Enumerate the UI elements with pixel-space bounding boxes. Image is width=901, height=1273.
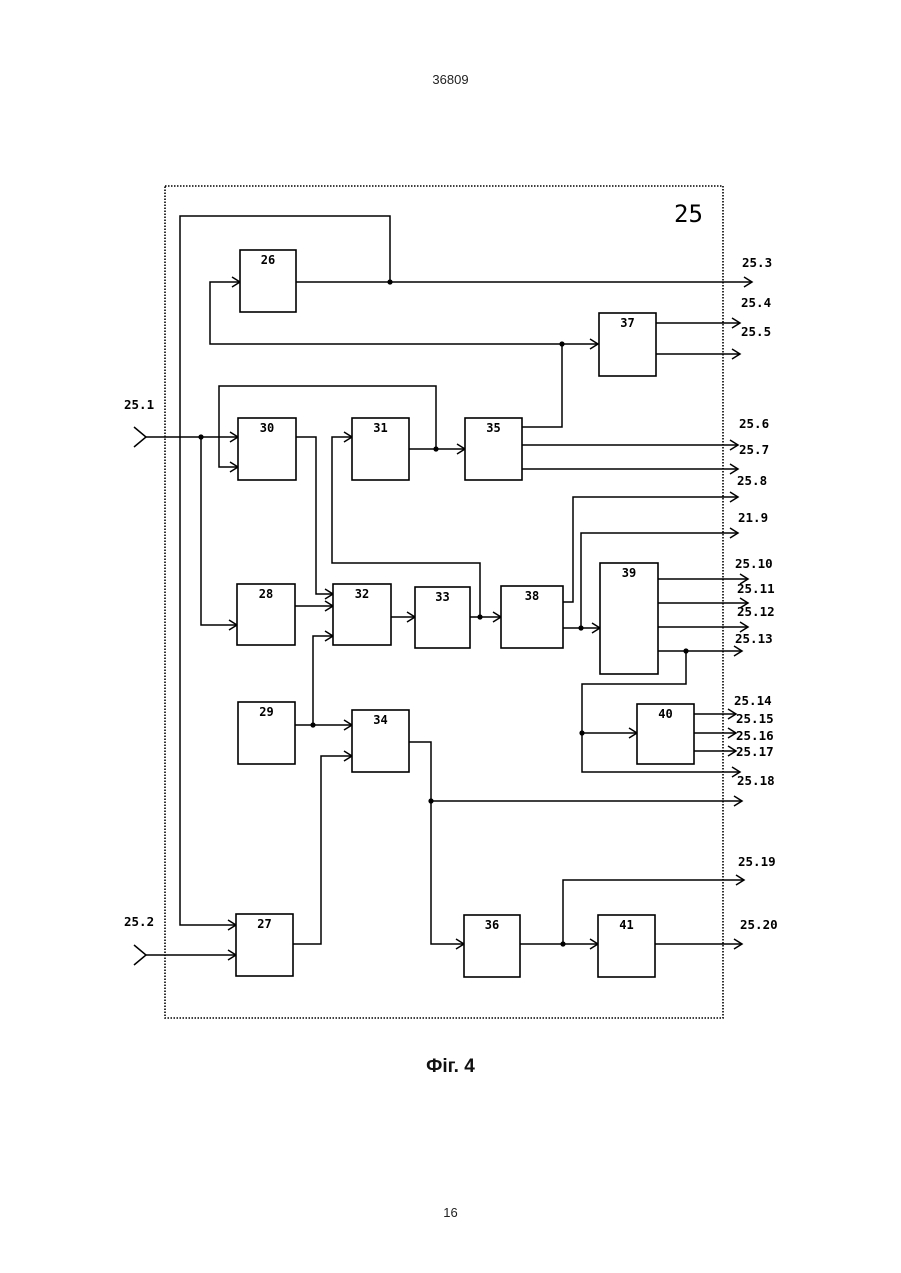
block-30-label: 30 bbox=[260, 421, 274, 435]
block-41-label: 41 bbox=[619, 918, 633, 932]
output-label-25-8: 25.8 bbox=[737, 473, 767, 488]
junction-dot-0 bbox=[387, 279, 392, 284]
output-label-25-6: 25.6 bbox=[739, 416, 769, 431]
page-number: 16 bbox=[0, 1205, 901, 1220]
output-label-25-18: 25.18 bbox=[737, 773, 775, 788]
block-38-label: 38 bbox=[525, 589, 539, 603]
block-27-label: 27 bbox=[257, 917, 271, 931]
wire-32 bbox=[409, 742, 464, 944]
block-33-label: 33 bbox=[435, 590, 449, 604]
output-label-25-16: 25.16 bbox=[736, 728, 774, 743]
junction-dot-9 bbox=[428, 798, 433, 803]
block-36-label: 36 bbox=[485, 918, 499, 932]
output-label-21-9: 21.9 bbox=[738, 510, 768, 525]
output-label-25-4: 25.4 bbox=[741, 295, 771, 310]
output-label-25-13: 25.13 bbox=[735, 631, 773, 646]
block-26-label: 26 bbox=[261, 253, 275, 267]
junction-dot-7 bbox=[683, 648, 688, 653]
figure-caption: Фіг. 4 bbox=[0, 1056, 901, 1078]
outer-frame-label: 25 bbox=[674, 200, 703, 228]
block-37-label: 37 bbox=[620, 316, 634, 330]
input-label-25-1: 25.1 bbox=[124, 397, 154, 412]
wire-3 bbox=[522, 344, 562, 427]
input-label-25-2: 25.2 bbox=[124, 914, 154, 929]
junction-dot-6 bbox=[578, 625, 583, 630]
junction-dot-4 bbox=[477, 614, 482, 619]
output-label-25-19: 25.19 bbox=[738, 854, 776, 869]
block-31-label: 31 bbox=[373, 421, 387, 435]
input-connector-0 bbox=[134, 427, 146, 447]
output-label-25-20: 25.20 bbox=[740, 917, 778, 932]
output-label-25-12: 25.12 bbox=[737, 604, 775, 619]
wire-19 bbox=[293, 756, 352, 944]
output-label-25-10: 25.10 bbox=[735, 556, 773, 571]
function-blocks: 26 27 28 29 30 31 32 33 34 35 36 37 38 39 40 41 bbox=[236, 250, 694, 977]
output-label-25-7: 25.7 bbox=[739, 442, 769, 457]
output-label-25-15: 25.15 bbox=[736, 711, 774, 726]
junction-dot-2 bbox=[198, 434, 203, 439]
output-label-25-5: 25.5 bbox=[741, 324, 771, 339]
wire-18 bbox=[313, 636, 333, 725]
junction-dot-10 bbox=[560, 941, 565, 946]
block-34-label: 34 bbox=[373, 713, 387, 727]
output-label-25-3: 25.3 bbox=[742, 255, 772, 270]
block-35-label: 35 bbox=[486, 421, 500, 435]
junction-dot-1 bbox=[559, 341, 564, 346]
block-40-label: 40 bbox=[658, 707, 672, 721]
output-label-25-17: 25.17 bbox=[736, 744, 774, 759]
wire-9 bbox=[296, 437, 333, 594]
junction-dot-3 bbox=[433, 446, 438, 451]
block-32-label: 32 bbox=[355, 587, 369, 601]
junction-dot-8 bbox=[579, 730, 584, 735]
output-label-25-11: 25.11 bbox=[737, 581, 775, 596]
wire-1 bbox=[180, 216, 390, 925]
junction-dot-5 bbox=[310, 722, 315, 727]
output-label-25-14: 25.14 bbox=[734, 693, 772, 708]
block-29-label: 29 bbox=[259, 705, 273, 719]
block-28-label: 28 bbox=[259, 587, 273, 601]
input-connector-1 bbox=[134, 945, 146, 965]
block-39-label: 39 bbox=[622, 566, 636, 580]
